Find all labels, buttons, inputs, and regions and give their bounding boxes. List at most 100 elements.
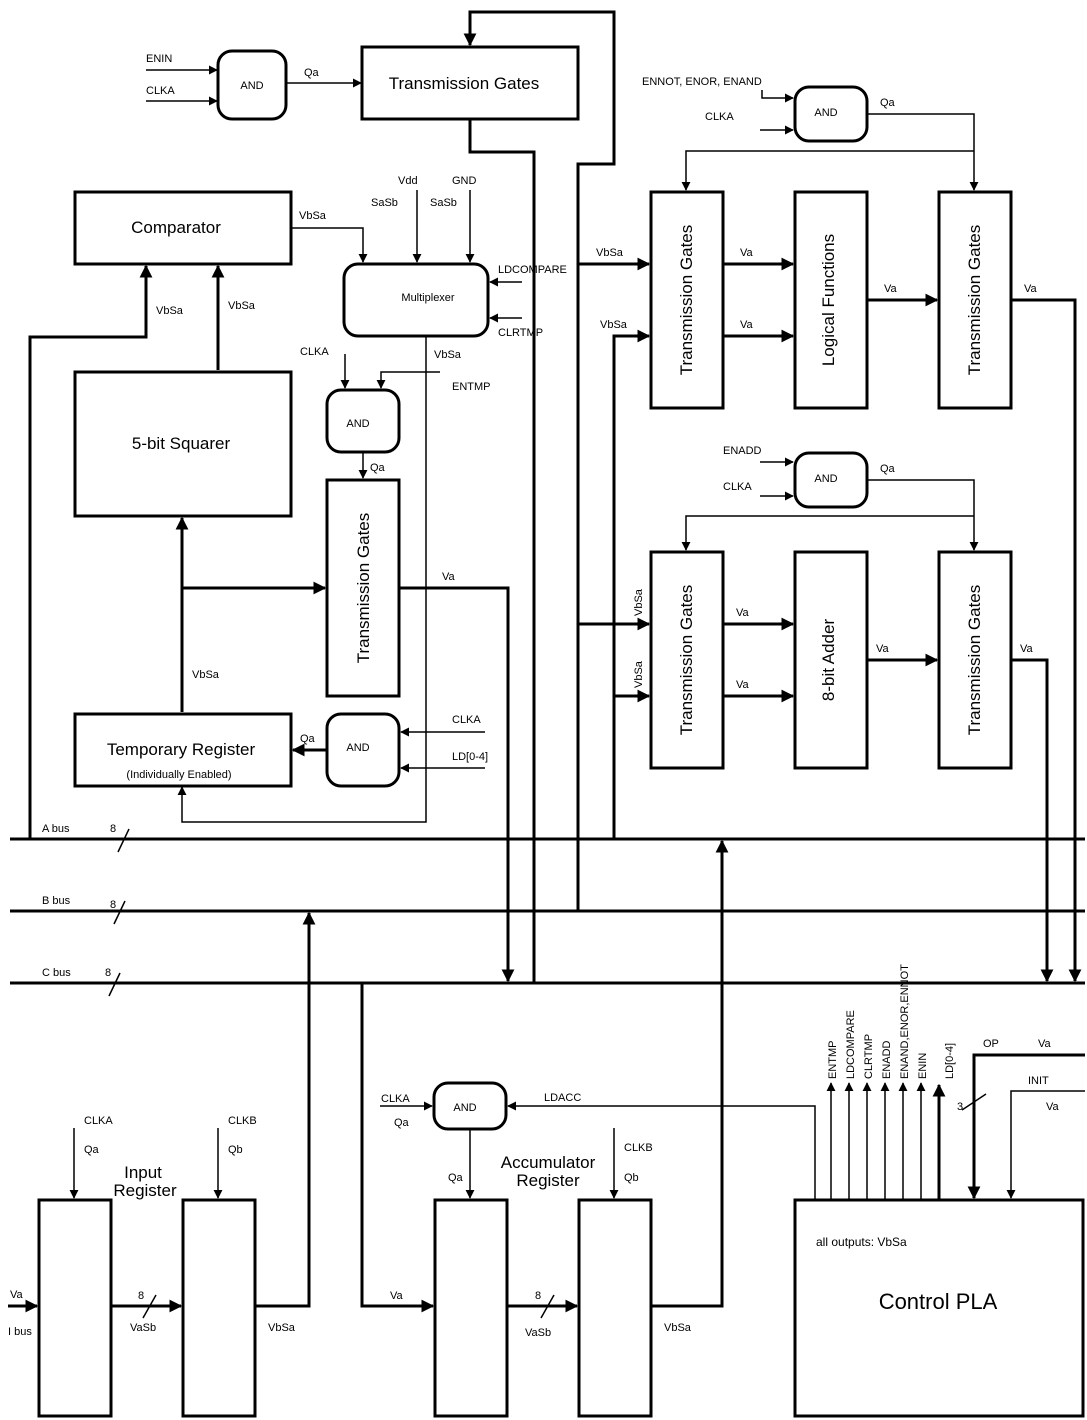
pla-output-enin: ENIN [917, 1053, 929, 1079]
pla-output-ld04: LD[0-4] [944, 1043, 956, 1079]
c-bus: C bus 8 [10, 967, 1085, 997]
ennot-enor-enand-label: ENNOT, ENOR, ENAND [642, 76, 762, 88]
pla-output-enand-enor-ennot: ENAND,ENOR,ENNOT [899, 964, 911, 1079]
enadd-label: ENADD [723, 445, 762, 457]
vbsa-label: VbSa [633, 588, 645, 616]
tg-adder-in-label: Transmission Gates [677, 585, 696, 736]
logic-and-gate: AND [793, 85, 869, 143]
va-label: Va [1020, 643, 1034, 655]
qa-label: Qa [300, 733, 316, 745]
control-pla-label: Control PLA [879, 1289, 998, 1314]
vasb-label: VaSb [130, 1322, 156, 1334]
ldacc-label: LDACC [544, 1092, 581, 1104]
multiplexer: Multiplexer [342, 262, 490, 338]
width-8-label: 8 [535, 1290, 541, 1302]
b-bus-width: 8 [110, 899, 116, 911]
vbsa-label: VbSa [268, 1322, 296, 1334]
gnd-label: GND [452, 175, 477, 187]
clka-label: CLKA [146, 85, 175, 97]
va-label: Va [1046, 1101, 1060, 1113]
logical-functions: Logical Functions [793, 190, 869, 410]
pla-note: all outputs: VbSa [816, 1235, 907, 1249]
a-bus: A bus 8 [10, 823, 1085, 853]
tmp-and-gate: AND [325, 388, 401, 454]
pla-output-enadd: ENADD [881, 1040, 893, 1079]
ldcompare-label: LDCOMPARE [498, 264, 567, 276]
eight-bit-adder: 8-bit Adder [793, 550, 869, 770]
vbsa-label: VbSa [434, 349, 462, 361]
tg-logic-out-label: Transmission Gates [965, 225, 984, 376]
comparator-label: Comparator [131, 218, 221, 237]
and-label: AND [814, 473, 837, 485]
va-label: Va [736, 607, 750, 619]
vbsa-label: VbSa [299, 210, 327, 222]
five-bit-squarer: 5-bit Squarer [73, 370, 293, 518]
vbsa-label: VbSa [633, 660, 645, 688]
pla-output-ldcompare: LDCOMPARE [845, 1010, 857, 1079]
va-label: Va [884, 283, 898, 295]
qa-label: Qa [448, 1172, 464, 1184]
squarer-transmission-gates: Transmission Gates [325, 478, 401, 698]
adder-label: 8-bit Adder [819, 619, 838, 702]
adder-output-transmission-gates: Transmission Gates [937, 550, 1013, 770]
va-label: Va [390, 1290, 404, 1302]
qa-label: Qa [394, 1117, 410, 1129]
and-label: AND [346, 742, 369, 754]
qa-label: Qa [880, 463, 896, 475]
a-bus-width: 8 [110, 823, 116, 835]
clka-label: CLKA [705, 111, 734, 123]
c-bus-label: C bus [42, 967, 71, 979]
accumulator-register-label-line2: Register [516, 1171, 580, 1190]
temp-register-label: Temporary Register [107, 740, 256, 759]
vbsa-label: VbSa [156, 305, 184, 317]
tg-adder-out-label: Transmission Gates [965, 585, 984, 736]
input-register-stage1 [37, 1198, 113, 1418]
width-3-label: 3 [957, 1101, 963, 1113]
logical-functions-label: Logical Functions [819, 234, 838, 366]
clkb-label: CLKB [228, 1115, 257, 1127]
temporary-register: Temporary Register (Individually Enabled… [73, 712, 293, 788]
width-8-label: 8 [138, 1290, 144, 1302]
pla-output-entmp: ENTMP [827, 1041, 839, 1080]
clka-label: CLKA [84, 1115, 113, 1127]
adder-input-transmission-gates: Transmission Gates [649, 550, 725, 770]
qa-label: Qa [880, 97, 896, 109]
control-pla: all outputs: VbSa Control PLA [793, 1198, 1085, 1418]
tg-squarer-label: Transmission Gates [354, 513, 373, 664]
b-bus: B bus 8 [10, 895, 1085, 925]
comparator: Comparator [73, 190, 293, 266]
init-label: INIT [1028, 1075, 1049, 1087]
clrtmp-label: CLRTMP [498, 327, 543, 339]
va-label: Va [740, 247, 754, 259]
vbsa-label: VbSa [596, 247, 624, 259]
accumulator-register-label-line1: Accumulator [501, 1153, 596, 1172]
clka-label: CLKA [381, 1093, 410, 1105]
multiplexer-label: Multiplexer [401, 292, 455, 304]
sasb-label: SaSb [371, 197, 398, 209]
c-bus-width: 8 [105, 967, 111, 979]
entmp-label: ENTMP [452, 381, 491, 393]
vbsa-label: VbSa [228, 300, 256, 312]
b-bus-label: B bus [42, 895, 71, 907]
and-label: AND [346, 418, 369, 430]
op-label: OP [983, 1038, 999, 1050]
top-and-gate: AND [216, 49, 288, 121]
clka-label: CLKA [300, 346, 329, 358]
accumulator-register-stage1 [433, 1198, 509, 1418]
temp-reg-and-gate: AND [325, 712, 401, 788]
acc-and-gate: AND [432, 1081, 508, 1131]
logic-output-transmission-gates: Transmission Gates [937, 190, 1013, 410]
va-label: Va [736, 679, 750, 691]
adder-and-gate: AND [793, 451, 869, 509]
va-label: Va [740, 319, 754, 331]
accumulator-register-stage2 [577, 1198, 653, 1418]
clkb-label: CLKB [624, 1142, 653, 1154]
qb-label: Qb [624, 1172, 639, 1184]
clka-label: CLKA [723, 481, 752, 493]
tg-top-label: Transmission Gates [389, 74, 540, 93]
top-transmission-gates: Transmission Gates [360, 45, 580, 121]
enin-label: ENIN [146, 53, 172, 65]
and-label: AND [453, 1102, 476, 1114]
pla-output-clrtmp: CLRTMP [863, 1034, 875, 1079]
